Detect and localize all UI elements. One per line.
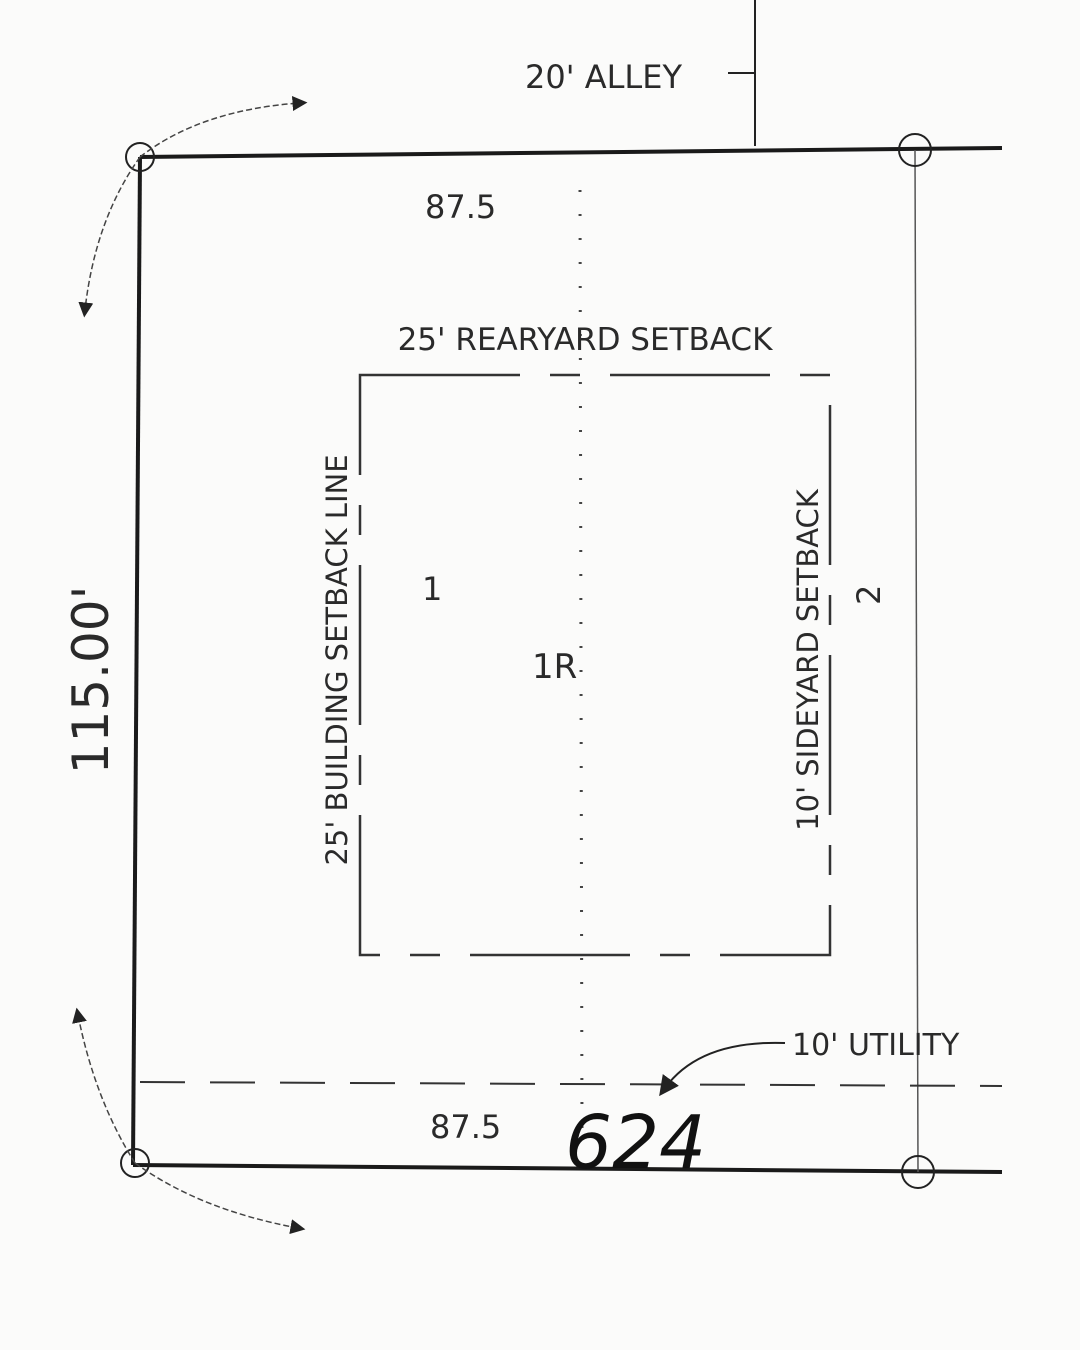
- utility-label: 10' UTILITY: [792, 1028, 960, 1063]
- alley-label: 20' ALLEY: [525, 58, 682, 96]
- new-lot-number: 1R: [532, 647, 577, 687]
- utility-leader-arrow: [659, 1041, 786, 1097]
- curved-arrow: [139, 96, 308, 158]
- setback-envelope: [358, 373, 832, 957]
- curved-arrow: [78, 156, 141, 318]
- front-lot-line: [132, 1163, 1003, 1174]
- rearyard-setback-label: 25' REARYARD SETBACK: [398, 322, 773, 358]
- top-dimension: 87.5: [425, 188, 496, 226]
- sideyard-setback-label: 10' SIDEYARD SETBACK: [791, 488, 825, 831]
- bottom-dimension: 87.5: [430, 1108, 501, 1146]
- curved-arrow: [134, 1162, 306, 1235]
- utility-easement-line: [139, 1081, 1003, 1087]
- corner-monument: [125, 142, 155, 172]
- right-lot-line: [914, 149, 919, 1173]
- building-setback-label: 25' BUILDING SETBACK LINE: [320, 454, 354, 865]
- rear-lot-line: [139, 146, 1003, 159]
- curved-arrow: [72, 1007, 136, 1164]
- old-lot-number-left: 1: [422, 570, 442, 608]
- handwritten-number: 624: [565, 1100, 706, 1186]
- corner-monument: [120, 1148, 150, 1178]
- left-dimension: 115.00': [62, 586, 120, 775]
- left-lot-line: [131, 156, 142, 1166]
- corner-monument: [901, 1155, 935, 1189]
- old-lot-number-right: 2: [850, 585, 888, 605]
- corner-monument: [898, 133, 932, 167]
